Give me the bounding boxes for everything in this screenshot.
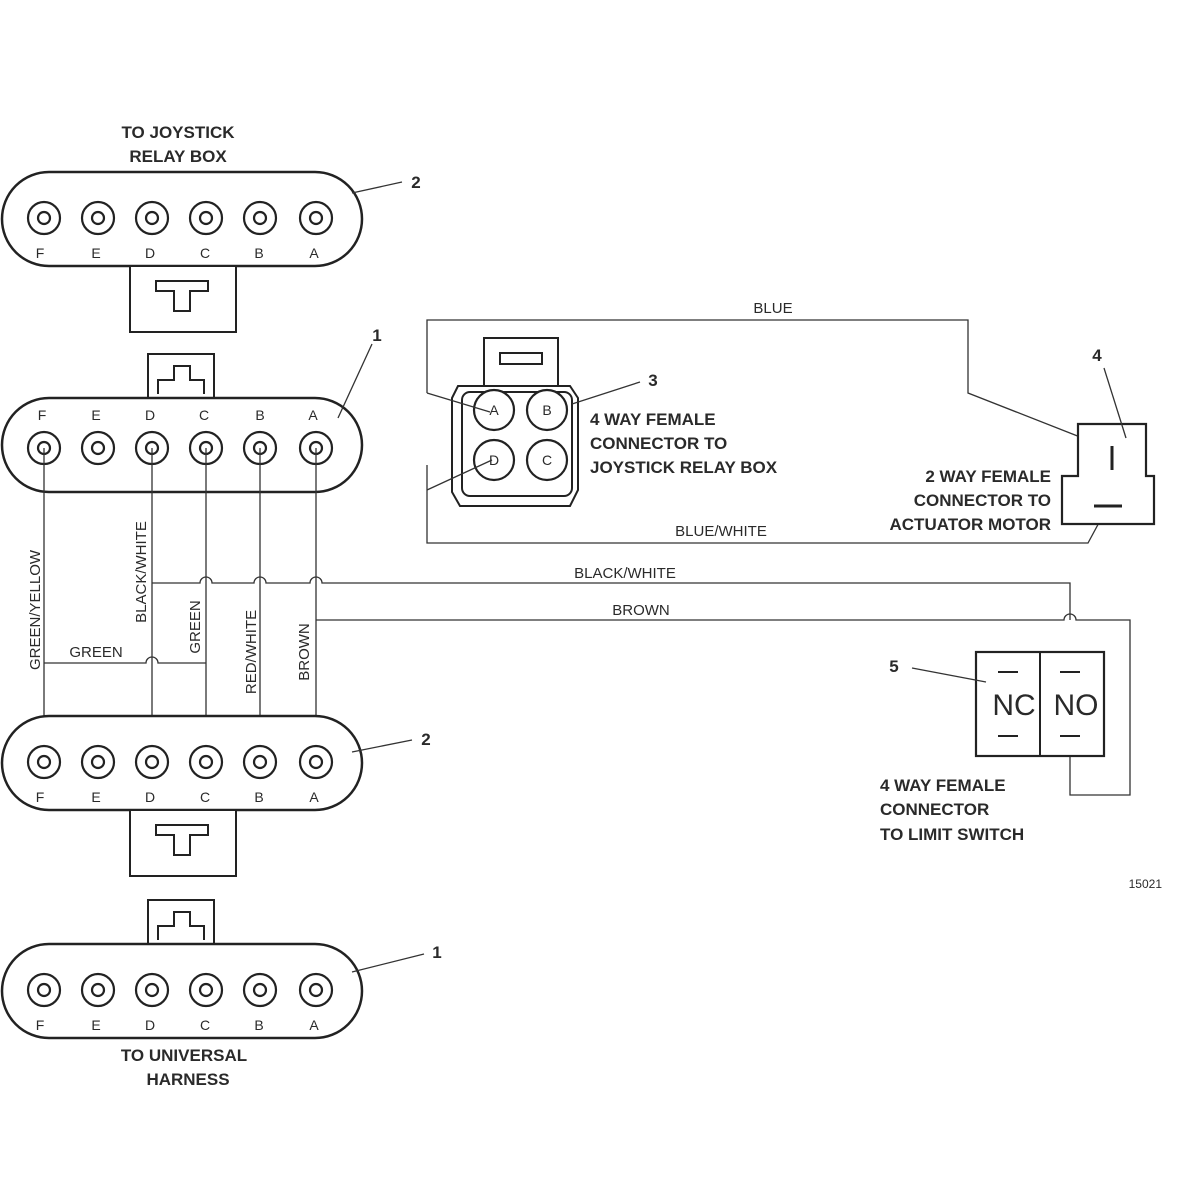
wire-label-green-vertical: GREEN <box>187 600 204 653</box>
svg-text:E: E <box>91 407 100 423</box>
svg-text:C: C <box>200 245 210 261</box>
limit-switch-label-line1: 4 WAY FEMALE <box>880 776 1006 795</box>
connector-mating-upper: F E D C B A 1 <box>0 326 382 494</box>
pin-letters: F E D C B A <box>36 1017 320 1033</box>
callout-leader <box>337 343 373 419</box>
connector-joystick-relay-box: TO JOYSTICK RELAY BOX F E D C B A 2 <box>0 123 421 333</box>
four-way-joystick-connector: A B D C 3 4 WAY FEMALE CONNECTOR TO JOYS… <box>426 337 778 507</box>
four-way-label-line1: 4 WAY FEMALE <box>590 410 716 429</box>
limit-switch-label-line3: TO LIMIT SWITCH <box>880 825 1024 844</box>
four-way-label-line2: CONNECTOR TO <box>590 434 727 453</box>
svg-text:B: B <box>254 1017 263 1033</box>
svg-text:B: B <box>254 789 263 805</box>
latch-tab <box>129 265 237 333</box>
callout-leader <box>911 667 987 683</box>
connector-pins <box>26 200 334 236</box>
four-way-label-line3: JOYSTICK RELAY BOX <box>590 458 778 477</box>
svg-text:C: C <box>200 789 210 805</box>
wire-label-blue-white: BLUE/WHITE <box>675 523 767 540</box>
callout-leader <box>571 381 641 405</box>
svg-text:E: E <box>91 789 100 805</box>
figure-number: 15021 <box>1129 877 1163 891</box>
pin-letters: F E D C B A <box>36 789 320 805</box>
wire-label-red-white: RED/WHITE <box>243 610 260 694</box>
pin-letters: F E D C B A <box>36 245 320 261</box>
nc-label: NC <box>992 689 1035 722</box>
universal-title-line1: TO UNIVERSAL <box>121 1046 247 1065</box>
svg-text:F: F <box>38 407 47 423</box>
limit-switch-connector: NC NO 5 4 WAY FEMALE CONNECTOR TO LIMIT … <box>880 650 1106 844</box>
two-way-actuator-connector: 4 2 WAY FEMALE CONNECTOR TO ACTUATOR MOT… <box>890 346 1156 534</box>
wire-label-brown: BROWN <box>612 602 670 619</box>
connector-mating-lower: F E D C B A 2 <box>0 714 431 877</box>
callout-leader <box>351 739 413 753</box>
callout-leader <box>1103 367 1127 439</box>
callout-number: 4 <box>1092 346 1102 365</box>
svg-text:D: D <box>145 245 155 261</box>
svg-text:E: E <box>91 1017 100 1033</box>
wire-label-black-white-vertical: BLACK/WHITE <box>133 521 150 623</box>
two-way-label-line1: 2 WAY FEMALE <box>925 467 1051 486</box>
limit-switch-label-line2: CONNECTOR <box>880 800 989 819</box>
connector-pins <box>26 744 334 780</box>
callout-number: 2 <box>411 173 420 192</box>
pin-a: A <box>489 402 499 418</box>
svg-text:C: C <box>199 407 209 423</box>
latch-tab <box>147 899 215 947</box>
svg-text:A: A <box>309 1017 319 1033</box>
callout-number: 1 <box>372 326 381 345</box>
pin-letters: F E D C B A <box>38 407 319 423</box>
joystick-title-line1: TO JOYSTICK <box>121 123 235 142</box>
two-way-label-line2: CONNECTOR TO <box>914 491 1051 510</box>
callout-number: 2 <box>421 730 430 749</box>
no-label: NO <box>1054 689 1099 722</box>
pin-c: C <box>542 452 552 468</box>
svg-text:C: C <box>200 1017 210 1033</box>
svg-text:D: D <box>145 1017 155 1033</box>
universal-title-line2: HARNESS <box>146 1070 229 1089</box>
callout-leader <box>351 953 425 973</box>
connector-universal-harness: F E D C B A TO UNIVERSAL HARNESS 1 <box>0 899 442 1089</box>
harness-wires <box>43 448 1131 796</box>
connector-pins <box>26 972 334 1008</box>
callout-leader <box>351 181 403 194</box>
pin-b: B <box>542 402 551 418</box>
wire-label-green: GREEN <box>69 644 122 661</box>
svg-text:F: F <box>36 789 45 805</box>
svg-text:D: D <box>145 407 155 423</box>
wire-label-black-white: BLACK/WHITE <box>574 565 676 582</box>
callout-number: 3 <box>648 371 657 390</box>
callout-number: 1 <box>432 943 441 962</box>
svg-text:A: A <box>309 245 319 261</box>
svg-text:B: B <box>255 407 264 423</box>
latch-tab <box>129 809 237 877</box>
latch-tab <box>147 353 215 401</box>
svg-text:A: A <box>309 789 319 805</box>
connector-shell <box>0 942 364 1040</box>
svg-text:F: F <box>36 1017 45 1033</box>
callout-number: 5 <box>889 657 898 676</box>
wire-label-green-yellow: GREEN/YELLOW <box>27 549 44 670</box>
svg-text:A: A <box>308 407 318 423</box>
joystick-title-line2: RELAY BOX <box>129 147 227 166</box>
two-way-label-line3: ACTUATOR MOTOR <box>890 515 1052 534</box>
svg-text:D: D <box>145 789 155 805</box>
svg-text:F: F <box>36 245 45 261</box>
wire-labels: GREEN/YELLOW GREEN BLACK/WHITE GREEN RED… <box>27 521 676 694</box>
svg-text:B: B <box>254 245 263 261</box>
connector-shell <box>0 396 364 494</box>
wire-label-blue: BLUE <box>753 300 792 317</box>
svg-text:E: E <box>91 245 100 261</box>
pin-d: D <box>489 452 499 468</box>
wire-label-brown-vertical: BROWN <box>296 623 313 681</box>
